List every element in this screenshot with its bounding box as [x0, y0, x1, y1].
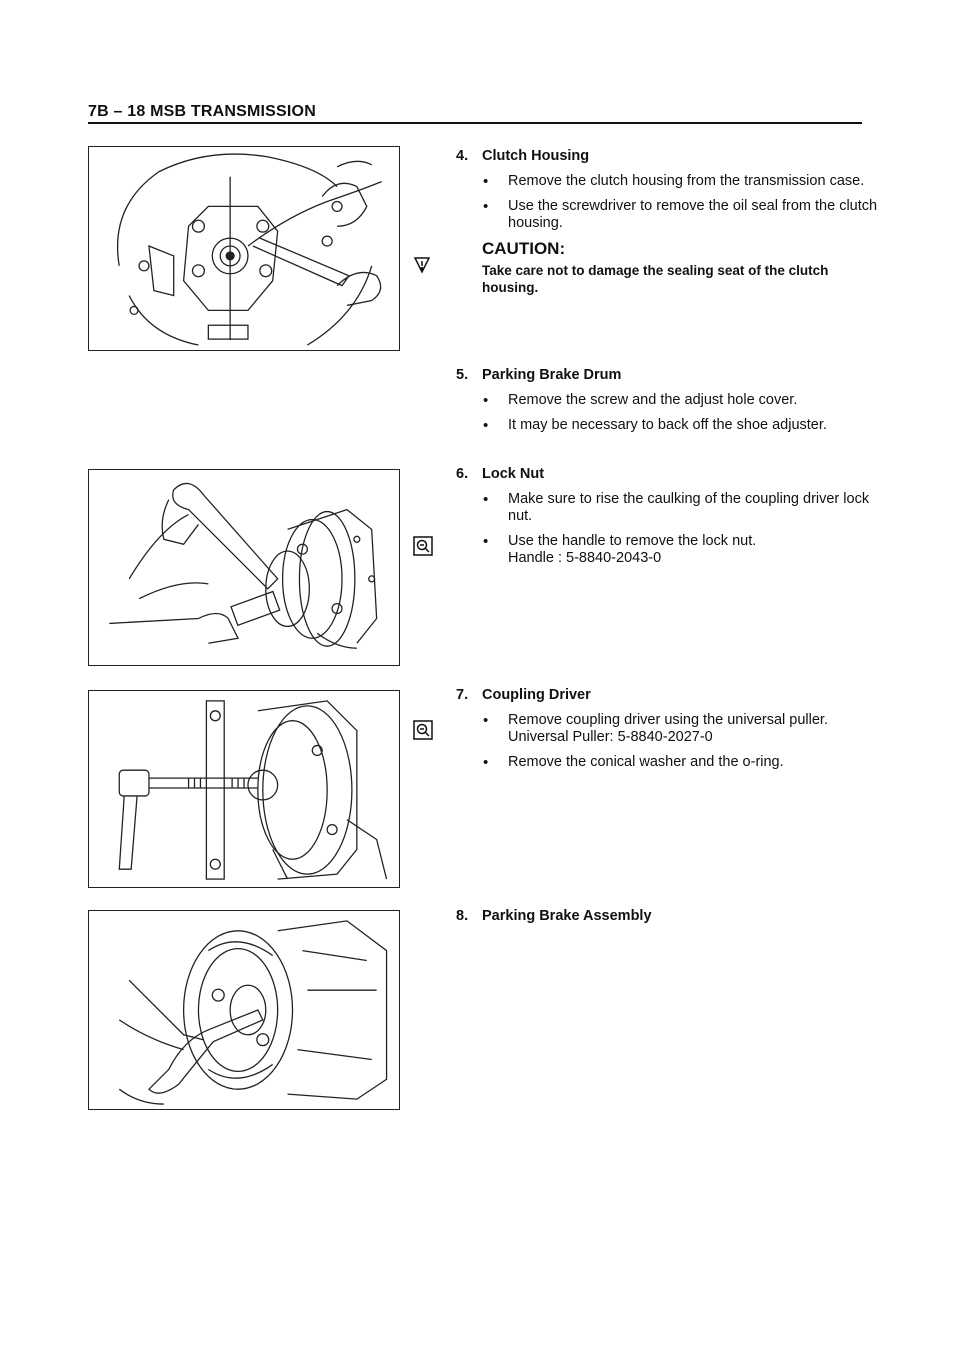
special-tool-icon — [413, 536, 433, 561]
step-title: 6. Lock Nut — [456, 466, 886, 483]
step-coupling-driver: 7. Coupling Driver Remove coupling driver… — [456, 687, 886, 779]
step-title-text: Lock Nut — [482, 466, 545, 482]
special-tool-icon — [413, 720, 433, 745]
step-number: 8. — [456, 908, 469, 924]
step-bullet: Remove coupling driver using the univers… — [456, 712, 886, 729]
lock-nut-removal-illustration — [88, 469, 400, 666]
step-bullet: Use the screwdriver to remove the oil se… — [456, 198, 886, 232]
tool-spec: Universal Puller: 5-8840-2027-0 — [508, 729, 713, 745]
step-title: 5. Parking Brake Drum — [456, 367, 886, 384]
page-header: 7B – 18 MSB TRANSMISSION — [88, 100, 862, 124]
step-parking-brake-drum: 5. Parking Brake Drum Remove the screw an… — [456, 367, 886, 442]
step-clutch-housing: 4. Clutch Housing Remove the clutch housi… — [456, 148, 886, 296]
step-title: 7. Coupling Driver — [456, 687, 886, 704]
step-title-text: Clutch Housing — [482, 148, 590, 164]
step-bullet: Make sure to rise the caulking of the co… — [456, 491, 886, 525]
step-lock-nut: 6. Lock Nut Make sure to rise the caulkin… — [456, 466, 886, 567]
step-number: 4. — [456, 148, 469, 164]
step-number: 7. — [456, 687, 469, 703]
caution-text: Take care not to damage the sealing seat… — [482, 263, 829, 295]
step-bullet: Remove the screw and the adjust hole cov… — [456, 392, 886, 409]
clutch-housing-illustration — [88, 146, 400, 351]
step-title-text: Coupling Driver — [482, 687, 591, 703]
step-title: 4. Clutch Housing — [456, 148, 886, 165]
step-bullet: Remove the conical washer and the o-ring… — [456, 754, 886, 771]
page-title: 7B – 18 MSB TRANSMISSION — [88, 103, 316, 120]
coupling-driver-puller-illustration — [88, 690, 400, 888]
step-title-text: Parking Brake Drum — [482, 367, 622, 383]
caution-triangle-icon — [413, 256, 431, 279]
step-bullet: It may be necessary to back off the shoe… — [456, 417, 886, 434]
step-number: 5. — [456, 367, 469, 383]
step-parking-brake-assembly: 8. Parking Brake Assembly — [456, 908, 886, 933]
step-title: 8. Parking Brake Assembly — [456, 908, 886, 925]
tool-spec: Handle : 5-8840-2043-0 — [508, 550, 662, 566]
step-title-text: Parking Brake Assembly — [482, 908, 652, 924]
step-bullet: Use the handle to remove the lock nut. — [456, 533, 886, 550]
step-bullet: Remove the clutch housing from the trans… — [456, 173, 886, 190]
parking-brake-assembly-illustration — [88, 910, 400, 1110]
caution-heading: CAUTION: — [482, 239, 566, 258]
step-number: 6. — [456, 466, 469, 482]
